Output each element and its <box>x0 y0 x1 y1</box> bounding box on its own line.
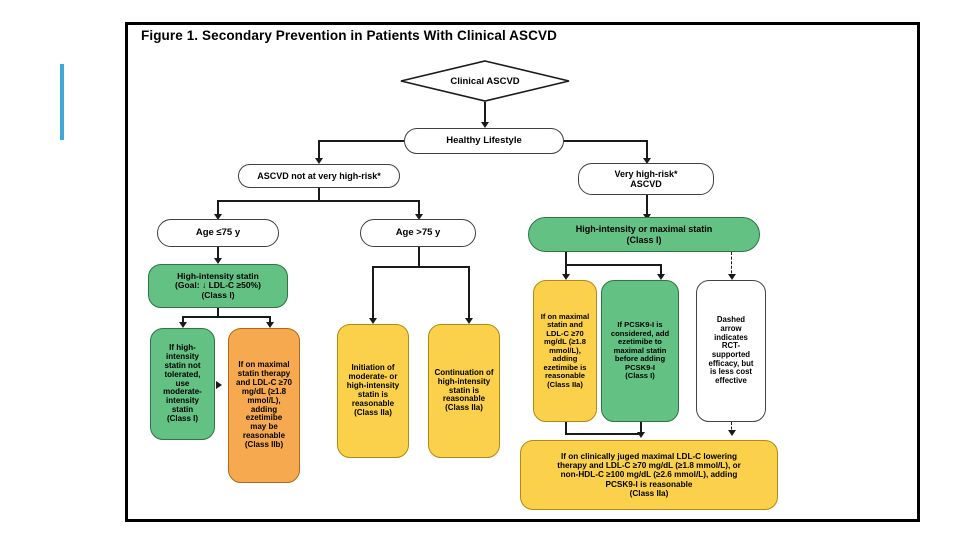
connector <box>318 140 320 160</box>
connector <box>182 316 269 318</box>
connector <box>217 200 219 216</box>
connector <box>372 266 374 320</box>
arrow-head <box>727 430 736 436</box>
connector <box>565 422 567 434</box>
connector <box>565 252 567 265</box>
node-label-line2: (Goal: ↓ LDL-C ≥50%) <box>175 280 261 291</box>
connector <box>217 247 219 260</box>
connector <box>564 140 647 142</box>
arrow-head <box>727 274 736 280</box>
arrow-head <box>561 274 570 280</box>
arrow-head <box>414 214 423 220</box>
connector <box>269 316 271 324</box>
connector <box>418 200 420 216</box>
arrow-head <box>642 158 651 164</box>
node-label-line3: (Class I) <box>201 289 235 300</box>
dashed-connector <box>731 252 732 278</box>
node-label: Clinical ASCVD <box>450 75 520 87</box>
node-label-line1: Very high-risk* <box>614 168 678 179</box>
connector <box>468 266 470 320</box>
node-label: Age ≤75 y <box>195 226 241 238</box>
node-age-le-75: Age ≤75 y <box>157 219 279 247</box>
arrow-head <box>368 318 377 324</box>
connector <box>217 308 219 317</box>
arrow-head <box>213 258 222 264</box>
node-label-line1: High-intensity or maximal statin <box>575 224 713 235</box>
arrow-head <box>216 381 222 389</box>
node-label: If on clinically juged maximal LDL-C low… <box>557 452 741 498</box>
node-label-line1: High-intensity statin <box>177 270 259 281</box>
connector <box>565 264 661 266</box>
figure-title: Figure 1. Secondary Prevention in Patien… <box>141 28 557 43</box>
node-very-high-risk-ascvd: Very high-risk* ASCVD <box>578 163 714 195</box>
connector <box>660 264 662 276</box>
connector <box>182 316 184 324</box>
arrow-head <box>480 122 489 128</box>
node-label: Healthy Lifestyle <box>446 134 522 146</box>
connector <box>565 264 567 276</box>
node-high-intensity-statin: High-intensity statin (Goal: ↓ LDL-C ≥50… <box>148 264 288 308</box>
node-age-gt-75: Age >75 y <box>360 219 476 247</box>
arrow-head <box>464 318 473 324</box>
connector <box>318 140 404 142</box>
node-label: Age >75 y <box>395 226 441 238</box>
arrow-head <box>213 214 222 220</box>
arrow-head <box>265 322 274 328</box>
connector <box>640 422 642 434</box>
arrow-head <box>656 274 665 280</box>
diamond-shape <box>400 60 570 102</box>
node-label-line2: ASCVD <box>630 179 662 189</box>
connector <box>565 433 641 435</box>
node-label-line2: (Class I) <box>626 234 662 245</box>
arrow-head <box>178 322 187 328</box>
dashed-connector <box>731 422 732 434</box>
node-ascvd-not-very-high-risk: ASCVD not at very high-risk* <box>238 164 400 188</box>
node-maximal-statin: High-intensity or maximal statin (Class … <box>528 217 760 252</box>
connector <box>646 140 648 160</box>
arrow-head <box>636 432 645 438</box>
accent-bar <box>60 64 64 140</box>
node-pcsk9-reasonable: If on clinically juged maximal LDL-C low… <box>520 440 778 510</box>
connector <box>484 102 486 124</box>
arrow-head <box>314 158 323 164</box>
node-clinical-ascvd: Clinical ASCVD <box>400 60 570 102</box>
node-healthy-lifestyle: Healthy Lifestyle <box>404 128 564 154</box>
node-label: ASCVD not at very high-risk* <box>257 170 381 181</box>
connector <box>318 188 320 201</box>
connector <box>646 195 648 216</box>
connector <box>418 247 420 267</box>
connector <box>372 266 468 268</box>
